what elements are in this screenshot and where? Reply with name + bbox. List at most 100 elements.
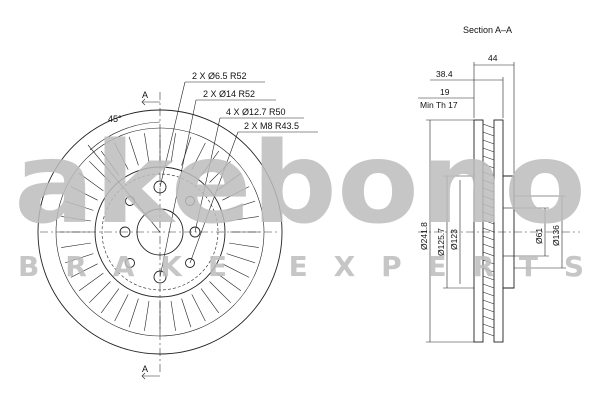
section-vane-hatch (482, 315, 495, 321)
section-vane-hatch (482, 219, 495, 225)
cooling-vane (144, 301, 150, 331)
section-arrowhead-top (141, 98, 146, 106)
dim-thickness: 19 (440, 87, 450, 97)
section-vane-hatch (482, 251, 495, 257)
cooling-vane (61, 242, 91, 248)
cooling-vane (144, 133, 150, 163)
cooling-vane (181, 298, 192, 328)
section-vane-hatch (482, 179, 495, 185)
bolt-hole-left (119, 226, 131, 238)
section-vane-hatch (482, 235, 495, 241)
cooling-vane (70, 263, 98, 278)
dim-hub-inner: Ø123 (449, 229, 459, 250)
cooling-vane (229, 216, 259, 222)
cooling-vane (209, 161, 231, 183)
center-bore (136, 208, 184, 256)
section-title: Section A–A (463, 25, 512, 35)
cooling-vane (114, 294, 129, 322)
section-vane-hatch (482, 283, 495, 289)
section-vane-hatch (482, 307, 495, 313)
cooling-vane (128, 298, 139, 328)
section-arrowhead-bottom (141, 372, 146, 380)
cooling-vane (70, 186, 98, 201)
bolt-hole-bottom (153, 270, 167, 284)
dim-pilot: Ø136 (551, 225, 561, 246)
dim-hat-depth: 38.4 (436, 69, 453, 79)
cooling-vane (170, 301, 176, 331)
bolt-hole-lower-left (125, 258, 135, 268)
cooling-vane (89, 281, 111, 303)
inner-friction-plate (473, 119, 484, 343)
dim-total-width: 44 (488, 53, 498, 63)
section-vane-hatch (482, 171, 495, 177)
section-vane-hatch (482, 323, 495, 329)
cooling-vane (200, 288, 220, 314)
bolt-hole-top (153, 180, 167, 194)
section-vane-hatch (482, 123, 495, 129)
cooling-vane (216, 272, 242, 292)
section-vanes (482, 123, 495, 337)
section-vane-hatch (482, 267, 495, 273)
callout-2: 2 X Ø14 R52 (203, 89, 255, 99)
cooling-vane (100, 150, 120, 176)
cooling-vane (128, 136, 139, 166)
vent-outer-circle (55, 127, 265, 337)
cooling-vane (229, 242, 259, 248)
angle-label: 45° (108, 114, 122, 124)
cooling-vane (78, 172, 104, 192)
callout-leader-4 (189, 131, 239, 264)
section-vane-hatch (482, 163, 495, 169)
watermark-logo: akebono (14, 119, 586, 249)
dim-hub-outer: Ø125.7 (436, 228, 446, 256)
section-marker-bottom: A (142, 364, 148, 374)
cooling-vane (216, 172, 242, 192)
bolt-hole-lower-right (185, 258, 195, 268)
section-vane-hatch (482, 299, 495, 305)
hole-callouts: 2 X Ø6.5 R52 2 X Ø14 R52 4 X Ø12.7 R50 2… (159, 71, 318, 278)
section-vane-hatch (482, 331, 495, 337)
section-vane-hatch (482, 259, 495, 265)
section-vane-hatch (482, 243, 495, 249)
cooling-vane (89, 161, 111, 183)
section-vane-hatch (482, 195, 495, 201)
bolt-hole-upper-right (185, 196, 195, 206)
cooling-vane (222, 186, 250, 201)
cooling-vane (226, 253, 256, 264)
cooling-vane (191, 142, 206, 170)
section-vane-hatch (482, 155, 495, 161)
hat-inner-circle (101, 173, 219, 291)
section-vane-hatch (482, 139, 495, 145)
cooling-vane (78, 272, 104, 292)
callout-1: 2 X Ø6.5 R52 (192, 71, 247, 81)
cooling-vane (191, 294, 206, 322)
section-vane-hatch (482, 131, 495, 137)
section-vane-hatch (482, 187, 495, 193)
front-view: 45° A A 2 X Ø6.5 R52 2 X Ø14 R52 4 X Ø12… (37, 71, 318, 380)
cooling-vane (209, 281, 231, 303)
bolt-hole-right (189, 226, 201, 238)
brand-watermark: akebono BRAKE EXPERTS (14, 119, 586, 283)
angle-ray (87, 144, 161, 233)
angle-arc (89, 121, 161, 151)
section-view: Section A–A 44 38.4 19 Min Th 17 Ø241.8 … (418, 25, 580, 343)
cooling-vane (100, 288, 120, 314)
section-vane-hatch (482, 275, 495, 281)
outer-friction-plate (493, 119, 504, 343)
watermark-tagline: BRAKE EXPERTS (18, 250, 584, 283)
section-vane-hatch (482, 291, 495, 297)
disc-outer-edge (37, 109, 283, 355)
section-vane-hatch (482, 203, 495, 209)
cooling-vanes (60, 132, 260, 332)
callout-leader-3 (194, 117, 221, 233)
callout-3: 4 X Ø12.7 R50 (226, 107, 286, 117)
section-vane-hatch (482, 227, 495, 233)
hat-outer-circle (94, 166, 226, 298)
callout-leader-2 (159, 99, 197, 278)
section-vane-hatch (482, 211, 495, 217)
cooling-vane (61, 216, 91, 222)
cooling-vane (226, 200, 256, 211)
cooling-vane (181, 136, 192, 166)
dim-min-thickness: Min Th 17 (420, 100, 458, 110)
